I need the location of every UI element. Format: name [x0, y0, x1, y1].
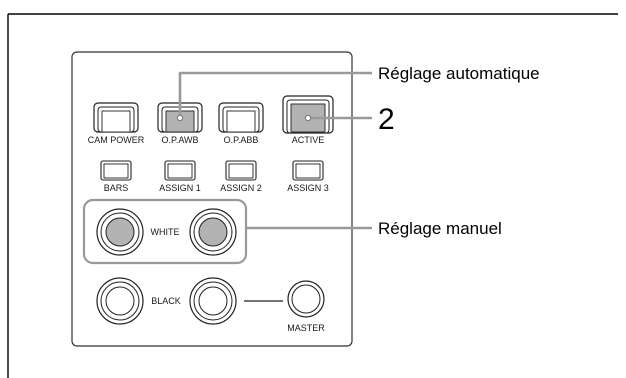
white-knob-right[interactable] — [189, 208, 237, 256]
black-knob-left[interactable] — [96, 277, 144, 325]
master-knob[interactable] — [287, 280, 325, 318]
assign-2-label: ASSIGN 2 — [220, 183, 262, 193]
button-op-abb[interactable]: O.P.ABB — [218, 102, 264, 145]
assign-1-label: ASSIGN 1 — [159, 183, 201, 193]
op-abb-label: O.P.ABB — [224, 135, 259, 145]
button-assign-1[interactable]: ASSIGN 1 — [159, 160, 201, 193]
auto-callout-dot — [176, 114, 184, 122]
white-group-outline — [82, 198, 248, 265]
button-bars[interactable]: BARS — [100, 160, 132, 193]
black-label: BLACK — [151, 296, 181, 306]
callout-number: 2 — [378, 103, 395, 136]
assign-3-label: ASSIGN 3 — [287, 183, 329, 193]
auto-callout-leader — [178, 71, 372, 118]
button-assign-3[interactable]: ASSIGN 3 — [287, 160, 329, 193]
number-callout-dot — [304, 114, 312, 122]
white-knob-left[interactable] — [96, 208, 144, 256]
callout-manual: Réglage manuel — [378, 219, 502, 238]
callout-auto: Réglage automatique — [378, 64, 540, 83]
button-cam-power[interactable]: CAM POWER — [88, 102, 145, 145]
op-awb-label: O.P.AWB — [161, 135, 198, 145]
white-label: WHITE — [151, 227, 180, 237]
master-label: MASTER — [287, 323, 325, 333]
cam-power-label: CAM POWER — [88, 135, 145, 145]
active-label: ACTIVE — [292, 135, 325, 145]
black-knob-right[interactable] — [189, 277, 237, 325]
bars-label: BARS — [104, 183, 129, 193]
button-assign-2[interactable]: ASSIGN 2 — [220, 160, 262, 193]
